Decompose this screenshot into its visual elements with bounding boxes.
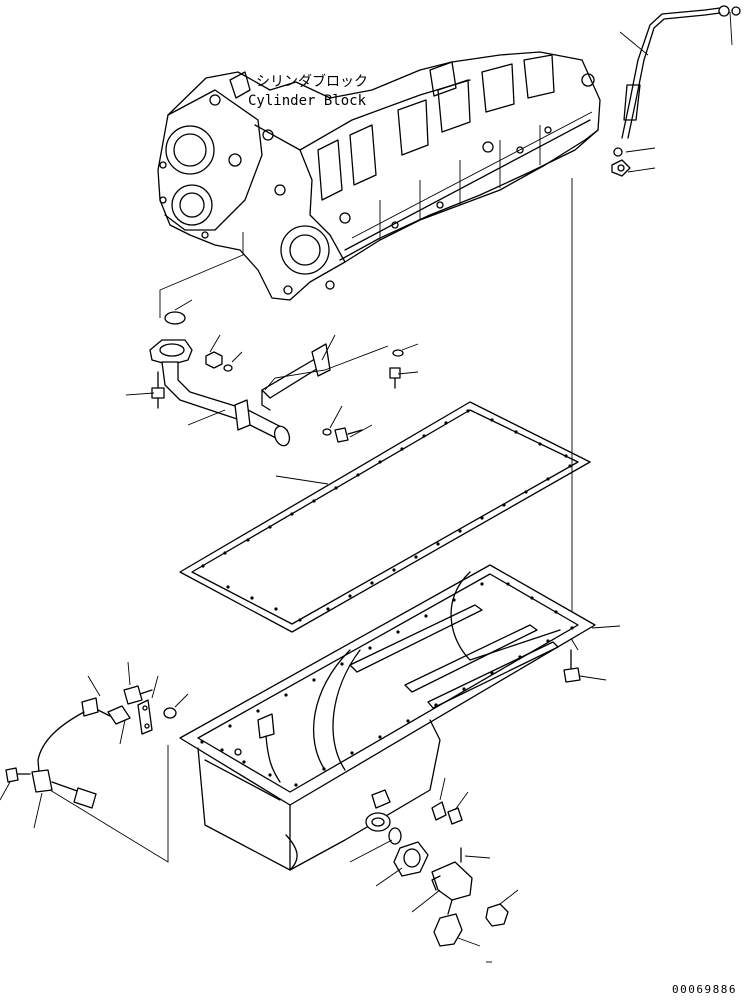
oil-pan-gasket — [179, 401, 591, 633]
drain-parts — [388, 801, 509, 947]
dipstick-assembly — [611, 5, 741, 177]
drawing-number: 00069886 — [672, 983, 737, 996]
sensor-harness — [5, 685, 177, 809]
oil-pan — [179, 564, 596, 871]
cylinder-block — [157, 51, 601, 301]
suction-pipe — [149, 311, 404, 447]
label-cylinder-block-en: Cylinder Block — [248, 93, 367, 109]
label-cylinder-block-jp: シリンダブロック — [256, 73, 368, 90]
